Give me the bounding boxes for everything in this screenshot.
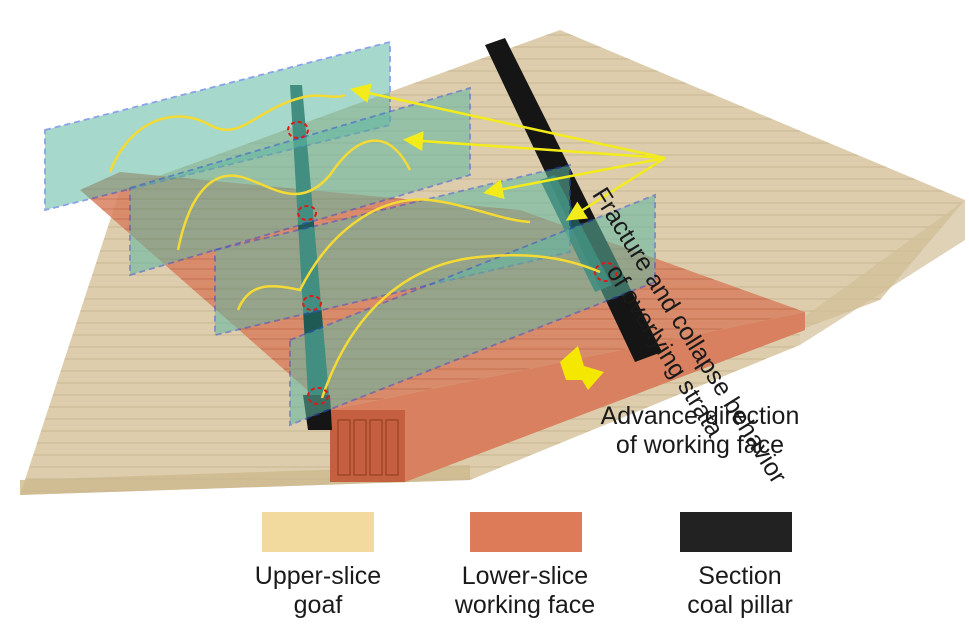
legend-label-lower-slice-working-face-line-1: Lower-slice bbox=[461, 562, 589, 590]
legend-label-upper-slice-goaf: Upper-slice goaf bbox=[228, 562, 408, 620]
section-plane-4 bbox=[289, 193, 656, 427]
advance-direction-label: Advance direction of working face bbox=[580, 402, 820, 460]
pointer-arrows bbox=[350, 83, 666, 221]
advance-direction-arrow bbox=[560, 346, 604, 390]
section-plane-2 bbox=[129, 86, 471, 277]
legend-label-upper-slice-goaf-line-1: Upper-slice bbox=[254, 562, 382, 590]
advance-direction-line-2: of working face bbox=[615, 431, 785, 459]
legend-label-upper-slice-goaf-line-2: goaf bbox=[293, 591, 343, 619]
legend-swatch-lower-slice-working-face bbox=[470, 512, 582, 552]
legend-swatch-section-coal-pillar bbox=[680, 512, 792, 552]
legend-label-section-coal-pillar: Section coal pillar bbox=[650, 562, 830, 620]
legend-label-lower-slice-working-face-line-2: working face bbox=[454, 591, 596, 619]
advance-direction-line-1: Advance direction bbox=[600, 402, 800, 430]
fracture-markers bbox=[287, 121, 618, 405]
legend-label-lower-slice-working-face: Lower-slice working face bbox=[425, 562, 625, 620]
legend-label-section-coal-pillar-line-1: Section bbox=[698, 562, 782, 590]
section-plane-1 bbox=[44, 40, 391, 212]
legend-swatch-upper-slice-goaf bbox=[262, 512, 374, 552]
legend-label-section-coal-pillar-line-2: coal pillar bbox=[687, 591, 793, 619]
